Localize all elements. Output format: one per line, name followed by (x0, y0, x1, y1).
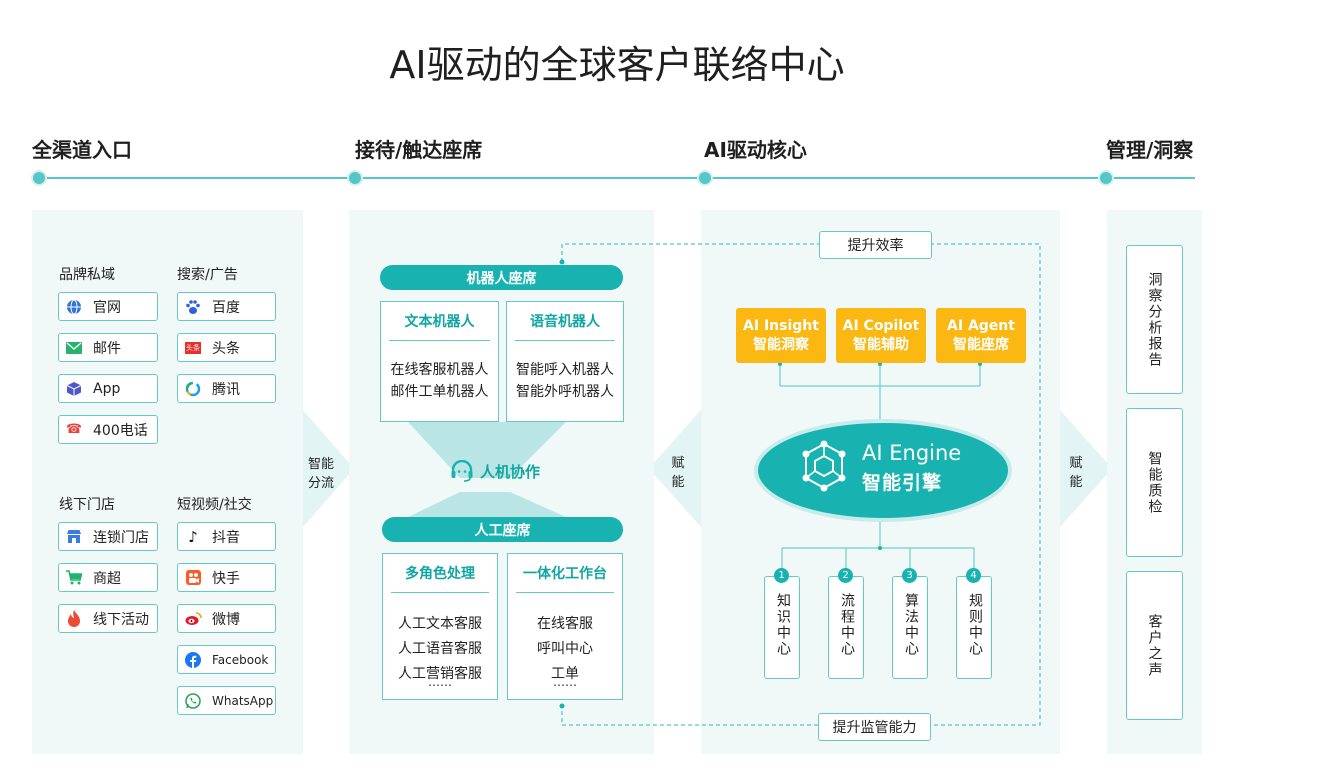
timeline-dot (347, 170, 363, 186)
algorithm-center: 算法中心 (892, 576, 928, 679)
ai-agent-module: AI Agent 智能座席 (936, 308, 1026, 363)
channel-app[interactable]: App (58, 374, 158, 403)
channel-offline-event[interactable]: 线下活动 (58, 604, 158, 633)
channel-facebook[interactable]: Facebook (177, 645, 276, 674)
timeline-dot (1098, 170, 1114, 186)
headset-icon (450, 460, 474, 482)
channel-weibo[interactable]: 微博 (177, 604, 276, 633)
page-title: AI驱动的全球客户联络中心 (389, 43, 845, 87)
phone-icon: ☎ (65, 422, 83, 437)
multi-role-box: 多角色处理 人工文本客服 人工语音客服 人工营销客服 …… (382, 553, 498, 700)
fire-icon (65, 610, 83, 628)
smart-split-label: 智能分流 (307, 457, 334, 491)
insight-report-box: 洞察分析报告 (1126, 245, 1183, 394)
workbench-title: 一体化工作台 (516, 554, 614, 593)
channel-400-phone[interactable]: ☎ 400电话 (58, 415, 158, 444)
section-title-agents: 接待/触达座席 (355, 138, 483, 162)
tiktok-icon: ♪ (188, 527, 198, 546)
facebook-icon (184, 651, 202, 669)
center-number: 2 (838, 568, 853, 583)
workbench-box: 一体化工作台 在线客服 呼叫中心 工单 …… (507, 553, 623, 700)
human-agent-pill: 人工座席 (382, 517, 623, 542)
timeline-dot (697, 170, 713, 186)
channel-chain-store[interactable]: 连锁门店 (58, 522, 158, 551)
knowledge-center: 知识中心 (764, 576, 800, 679)
center-number: 4 (966, 568, 981, 583)
tencent-icon (184, 380, 202, 398)
group-label-offline: 线下门店 (59, 497, 115, 513)
group-label-social: 短视频/社交 (177, 497, 252, 513)
empower-label-right: 赋能 (1069, 456, 1083, 490)
timeline-line (38, 177, 1195, 179)
ai-insight-module: AI Insight 智能洞察 (736, 308, 826, 363)
process-center: 流程中心 (828, 576, 864, 679)
channel-douyin[interactable]: ♪ 抖音 (177, 522, 276, 551)
channel-tencent[interactable]: 腾讯 (177, 374, 276, 403)
channel-baidu[interactable]: 百度 (177, 292, 276, 321)
smart-qa-box: 智能质检 (1126, 408, 1183, 557)
cart-icon (65, 569, 83, 587)
mail-icon (65, 339, 83, 357)
customer-voice-box: 客户之声 (1126, 571, 1183, 720)
weibo-icon (184, 610, 202, 628)
section-title-management: 管理/洞察 (1106, 138, 1194, 162)
timeline-dot (31, 170, 47, 186)
engine-title-cn: 智能引擎 (862, 472, 943, 494)
cube-icon (65, 380, 83, 398)
engine-title-en: AI Engine (862, 441, 962, 465)
group-label-search: 搜索/广告 (177, 267, 238, 283)
section-title-ai-core: AI驱动核心 (704, 138, 807, 162)
channel-email[interactable]: 邮件 (58, 333, 158, 362)
multi-role-title: 多角色处理 (391, 554, 489, 593)
group-label-brand: 品牌私域 (59, 267, 115, 283)
whatsapp-icon (184, 692, 202, 710)
baidu-icon (184, 298, 202, 316)
supervision-label: 提升监管能力 (818, 713, 931, 741)
text-bot-title: 文本机器人 (389, 302, 490, 341)
empower-label-left: 赋能 (671, 456, 685, 490)
channel-toutiao[interactable]: 头条 头条 (177, 333, 276, 362)
human-machine-collab: 人机协作 (450, 458, 560, 484)
rules-center: 规则中心 (956, 576, 992, 679)
store-icon (65, 528, 83, 546)
center-number: 1 (774, 568, 789, 583)
center-number: 3 (902, 568, 917, 583)
channel-whatsapp[interactable]: WhatsApp (177, 686, 276, 715)
robot-agent-pill: 机器人座席 (380, 265, 623, 290)
toutiao-icon: 头条 (185, 341, 201, 354)
channel-website[interactable]: 官网 (58, 292, 158, 321)
channel-kuaishou[interactable]: 快手 (177, 563, 276, 592)
voice-bot-box: 语音机器人 智能呼入机器人 智能外呼机器人 (506, 301, 624, 422)
engine-hex-icon (800, 440, 848, 496)
ai-copilot-module: AI Copilot 智能辅助 (836, 308, 926, 363)
section-title-channels: 全渠道入口 (32, 138, 132, 162)
ai-engine-ellipse (758, 423, 1008, 518)
efficiency-label: 提升效率 (819, 231, 932, 259)
text-bot-box: 文本机器人 在线客服机器人 邮件工单机器人 (380, 301, 499, 422)
voice-bot-title: 语音机器人 (515, 302, 615, 341)
kuaishou-icon (184, 569, 202, 587)
globe-icon (65, 298, 83, 316)
channel-supermarket[interactable]: 商超 (58, 563, 158, 592)
